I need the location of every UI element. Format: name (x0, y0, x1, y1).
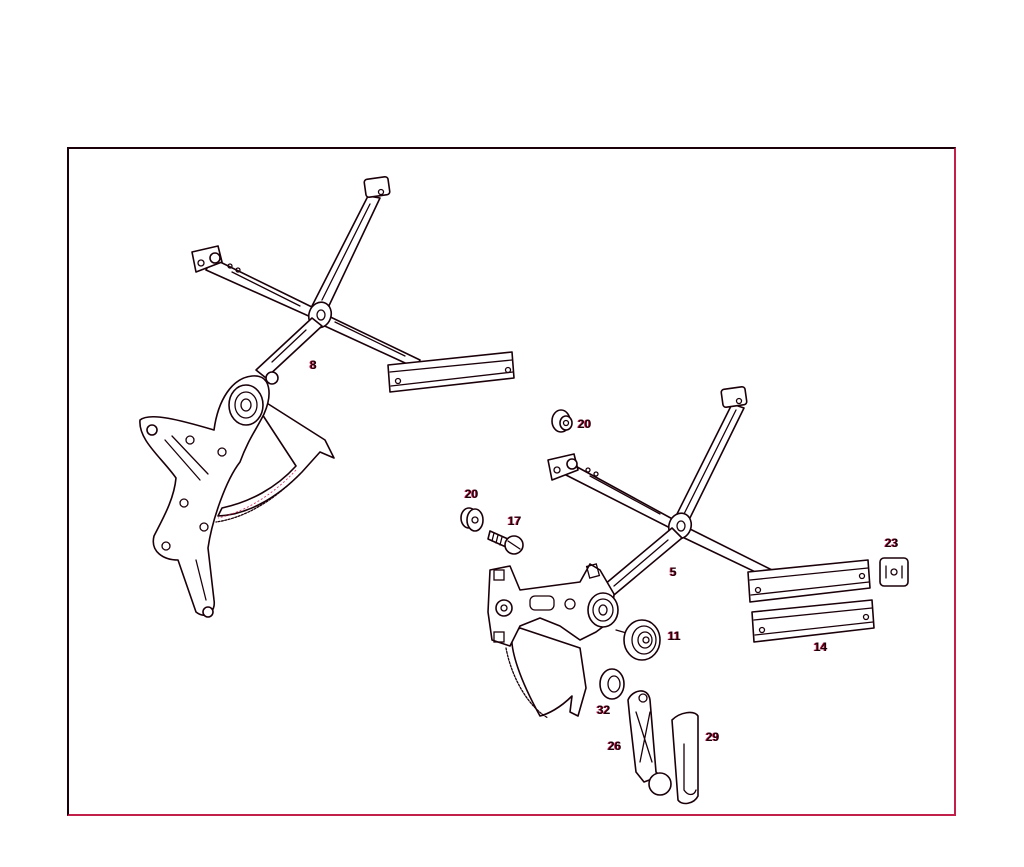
callout-17: 17 (508, 514, 522, 528)
callout-20-upper: 20 (578, 417, 592, 431)
callout-23: 23 (885, 536, 899, 550)
regulator-assembly-8[interactable] (139, 176, 515, 618)
handle-cover-29[interactable] (671, 711, 699, 805)
callout-5: 5 (670, 565, 677, 579)
crank-handle-26[interactable] (627, 690, 672, 796)
callout-29: 29 (706, 730, 720, 744)
guide-rail-14[interactable] (751, 599, 875, 643)
callout-26: 26 (608, 739, 622, 753)
nut-20-upper[interactable] (551, 409, 573, 433)
diagram-frame (67, 147, 956, 816)
callout-14: 14 (814, 640, 828, 654)
callout-32: 32 (597, 703, 611, 717)
bolt-17[interactable] (487, 530, 524, 555)
callout-20-lower: 20 (465, 487, 479, 501)
clip-23[interactable] (879, 557, 909, 587)
spring-drum-11[interactable] (615, 619, 661, 661)
regulator-assembly-5[interactable] (487, 386, 871, 719)
washer-32[interactable] (599, 668, 625, 700)
callout-11: 11 (668, 629, 681, 643)
callout-8: 8 (310, 358, 317, 372)
nut-20-lower[interactable] (460, 507, 484, 532)
